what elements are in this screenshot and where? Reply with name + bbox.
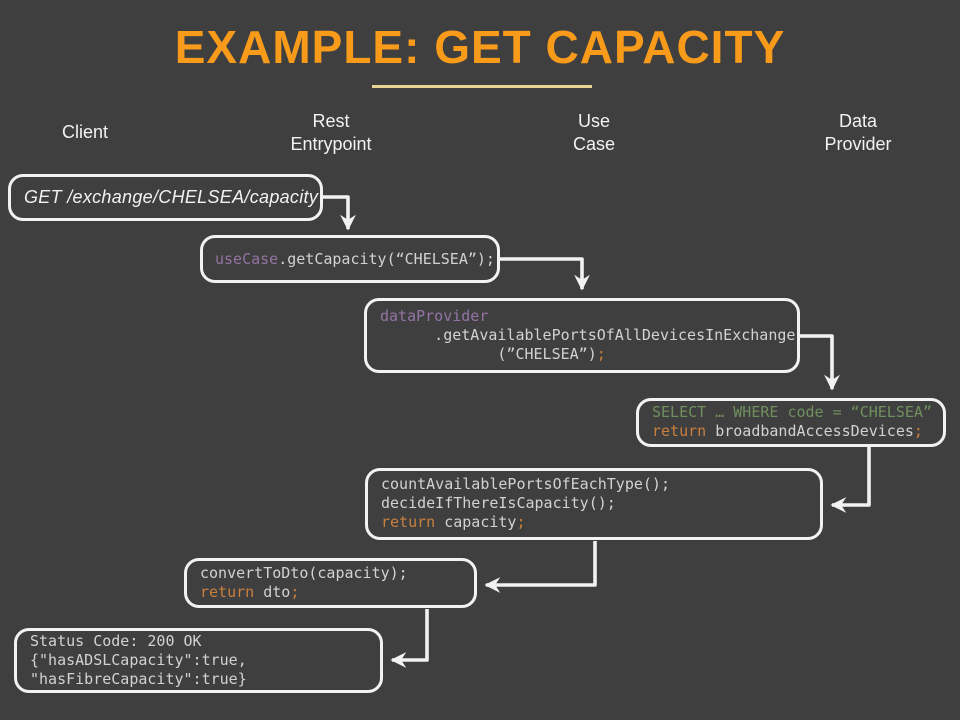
code-segment: "hasFibreCapacity":true}: [30, 670, 247, 688]
code-segment: countAvailablePortsOfEachType();: [381, 475, 670, 493]
flow-arrow-4: [830, 447, 871, 513]
column-header-data-provider: Data Provider: [824, 110, 892, 154]
code-line: (”CHELSEA”);: [380, 345, 784, 364]
flow-arrow-6: [390, 609, 429, 668]
use-case-call-box: dataProvider .getAvailablePortsOfAllDevi…: [364, 298, 800, 373]
code-line: GET /exchange/CHELSEA/capacity: [24, 188, 318, 207]
code-segment: return: [200, 583, 255, 601]
flow-arrow-2: [500, 257, 590, 291]
code-line: return broadbandAccessDevices;: [652, 422, 930, 441]
data-provider-query-box: SELECT … WHERE code = “CHELSEA”return br…: [636, 398, 946, 447]
code-segment: dataProvider: [380, 307, 489, 325]
code-segment: Status Code: 200 OK: [30, 632, 202, 650]
page-title: EXAMPLE: GET CAPACITY: [174, 21, 786, 73]
rest-entrypoint-response-box: convertToDto(capacity);return dto;: [184, 558, 477, 608]
code-segment: .getCapacity(“CHELSEA”);: [278, 249, 495, 268]
code-line: countAvailablePortsOfEachType();: [381, 475, 807, 494]
column-header-rest-entrypoint: Rest Entrypoint: [290, 110, 372, 154]
code-line: return dto;: [200, 583, 461, 602]
code-segment: return: [381, 513, 436, 531]
code-line: Status Code: 200 OK: [30, 632, 367, 651]
code-line: "hasFibreCapacity":true}: [30, 670, 367, 689]
code-segment: .getAvailablePortsOfAllDevicesInExchange: [380, 326, 796, 344]
code-line: {"hasADSLCapacity":true,: [30, 651, 367, 670]
code-segment: convertToDto(capacity);: [200, 564, 408, 582]
rest-entrypoint-call-box: useCase.getCapacity(“CHELSEA”);: [200, 235, 500, 283]
code-segment: ;: [913, 422, 923, 440]
flow-arrow-5: [484, 541, 597, 593]
code-line: return capacity;: [381, 513, 807, 532]
client-response-box: Status Code: 200 OK{"hasADSLCapacity":tr…: [14, 628, 383, 693]
code-line: useCase.getCapacity(“CHELSEA”);: [215, 250, 495, 269]
code-segment: SELECT … WHERE code = “CHELSEA”: [652, 403, 932, 421]
code-segment: GET /exchange/CHELSEA/capacity: [24, 187, 319, 207]
code-segment: ;: [290, 583, 300, 601]
code-segment: return: [652, 422, 707, 440]
title-underline: [372, 85, 592, 88]
code-segment: useCase: [215, 249, 279, 268]
code-line: convertToDto(capacity);: [200, 564, 461, 583]
code-line: dataProvider: [380, 307, 784, 326]
column-header-use-case: Use Case: [572, 110, 616, 154]
code-segment: ;: [516, 513, 526, 531]
code-line: decideIfThereIsCapacity();: [381, 494, 807, 513]
flow-arrow-3: [800, 334, 840, 391]
column-header-client: Client: [61, 122, 109, 143]
flow-arrow-1: [323, 195, 356, 231]
code-segment: (”CHELSEA”): [380, 345, 597, 363]
code-line: .getAvailablePortsOfAllDevicesInExchange: [380, 326, 795, 345]
code-segment: broadbandAccessDevices: [706, 422, 914, 440]
code-line: SELECT … WHERE code = “CHELSEA”: [652, 403, 932, 422]
code-segment: ;: [596, 345, 606, 363]
code-segment: capacity: [435, 513, 517, 531]
code-segment: dto: [254, 583, 291, 601]
client-request-box: GET /exchange/CHELSEA/capacity: [8, 174, 323, 221]
code-segment: {"hasADSLCapacity":true,: [30, 651, 247, 669]
code-segment: decideIfThereIsCapacity();: [381, 494, 616, 512]
use-case-logic-box: countAvailablePortsOfEachType();decideIf…: [365, 468, 823, 540]
